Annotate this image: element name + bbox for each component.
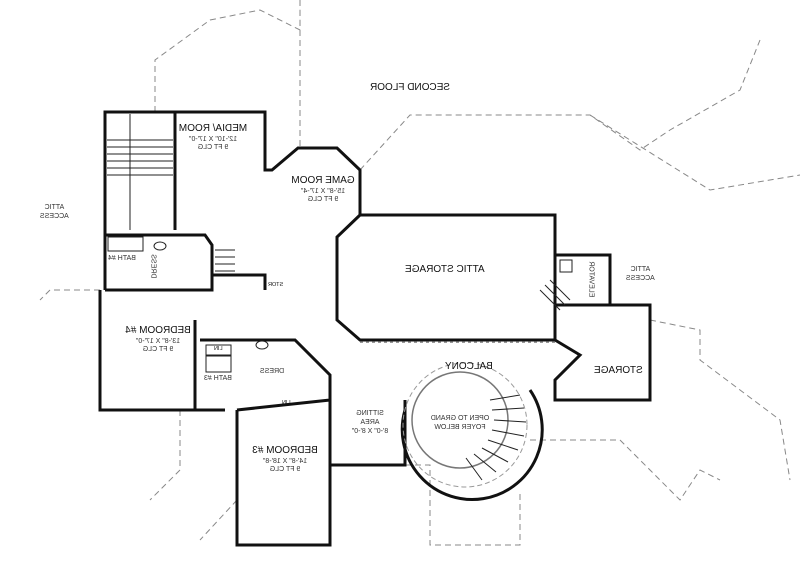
bedroom3-label: BEDROOM #3 14'-8" X 18'-8" 9 FT CLG [245,445,325,475]
room-name: MEDIA/ ROOM [178,123,248,134]
room-ceiling: 9 FT CLG [269,466,301,474]
attic-access-right-label: ATTIC ACCESS [626,266,655,284]
room-ceiling: 9 FT CLG [307,196,339,204]
bedroom4-label: BEDROOM #4 13'-8" X 17'-0" 9 FT CLG [118,325,198,355]
room-size: 15'-8" X 17'-4" [300,187,346,195]
plan-title: SECOND FLOOR [370,82,451,93]
attic-access-line2: ACCESS [40,212,69,220]
attic-access-line2: ACCESS [626,274,655,282]
room-name: BEDROOM #4 [125,325,191,336]
dress3-label: DRESS [260,368,285,375]
dress4-label: DRESS [149,254,157,279]
game-room-label: GAME ROOM 15'-8" X 17'-4" 9 FT CLG [278,175,368,205]
storage-label: STORAGE [594,365,643,376]
walls [98,110,652,547]
room-size: 13'-8" X 17'-0" [135,337,181,345]
linen-label-1: LIN [214,346,223,352]
attic-access-line1: ATTIC [630,266,651,273]
open-foyer-label: OPEN TO GRAND FOYER BELOW [425,415,495,433]
bath3-label: BATH #3 [204,375,232,382]
room-name-2: AREA [360,418,380,426]
room-ceiling: 9 FT CLG [142,346,174,354]
open-foyer-line1: OPEN TO GRAND [430,415,490,422]
stor-label: STOR [268,282,284,288]
room-ceiling: 9 FT CLG [197,144,229,152]
room-name: GAME ROOM [291,175,355,186]
elevator-label: ELEVATOR [587,261,595,298]
room-size: 12'-10" X 17'-0" [188,135,238,143]
attic-access-line1: ATTIC [44,204,65,211]
media-room-label: MEDIA/ ROOM 12'-10" X 17'-0" 9 FT CLG [168,123,258,153]
linen-label-2: LIN [282,400,291,406]
room-size: 14'-8" X 18'-8" [262,457,308,465]
bath4-label: BATH #4 [108,255,136,262]
open-foyer-line2: FOYER BELOW [434,423,486,431]
roof-outline [39,0,800,546]
stairs-and-fixtures [107,114,573,488]
room-name: SITTING [356,410,384,417]
sitting-area-label: SITTING AREA 8'-0" X 8'-0" [340,410,400,436]
attic-storage-label: ATTIC STORAGE [405,264,485,275]
room-size: 8'-0" X 8'-0" [351,427,389,435]
balcony-label: BALCONY [445,361,493,372]
attic-access-left-label: ATTIC ACCESS [40,204,69,222]
room-name: BEDROOM #3 [252,445,318,456]
